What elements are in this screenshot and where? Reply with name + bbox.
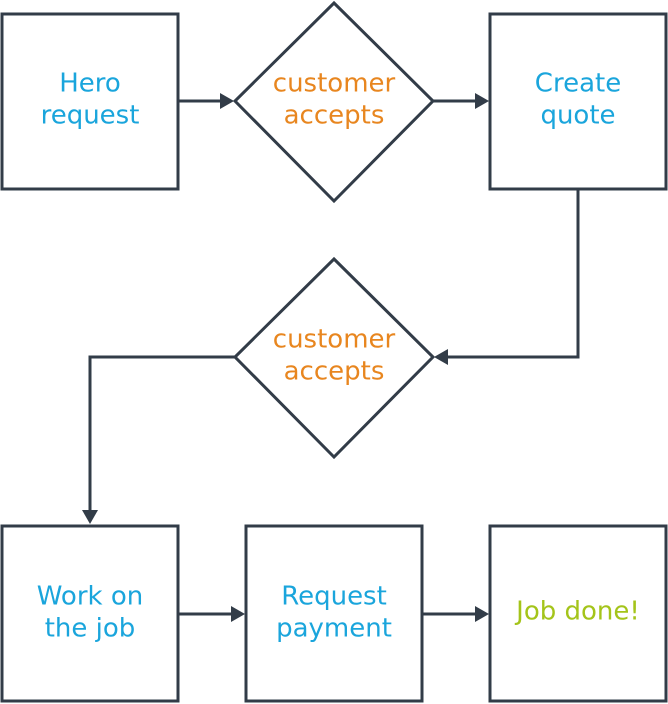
node-label-line2: request (41, 101, 140, 131)
arrowhead-work-to-payment (231, 606, 245, 622)
node-label-line2: accepts (284, 357, 385, 387)
node-label-line2: quote (540, 101, 615, 131)
node-hero-request: Hero request (0, 12, 180, 191)
arrowhead-payment-to-done (475, 606, 489, 622)
node-label-line1: Hero (59, 69, 121, 99)
arrowhead-decision2-to-work (82, 510, 98, 524)
process-box (0, 524, 180, 703)
node-work-on-job: Work on the job (0, 524, 180, 703)
node-label-line1: customer (273, 69, 396, 99)
node-label-line1: Create (535, 69, 621, 99)
node-job-done: Job done! (488, 524, 668, 703)
node-request-payment: Request payment (244, 524, 424, 703)
node-label-line2: accepts (284, 101, 385, 131)
node-label: Job done! (514, 597, 640, 627)
node-label-line1: customer (273, 325, 396, 355)
decision-diamond (232, 0, 436, 204)
node-label-line1: Request (281, 582, 387, 612)
arrowhead-hero-to-decision1 (220, 93, 234, 109)
process-box (244, 524, 424, 703)
arrowhead-decision1-to-quote (475, 93, 489, 109)
node-label-line2: the job (45, 614, 136, 644)
node-label-line1: Work on (37, 582, 144, 612)
arrowhead-quote-to-decision2 (434, 349, 448, 365)
node-decision-1: customer accepts (232, 0, 436, 204)
process-box (0, 12, 180, 191)
decision-diamond (232, 256, 436, 460)
node-label-line2: payment (276, 614, 392, 644)
node-create-quote: Create quote (488, 12, 668, 191)
end-box (488, 524, 668, 703)
connectors (82, 93, 580, 622)
edge-decision2-to-work (88, 355, 235, 512)
edge-quote-to-decision2 (446, 189, 580, 359)
process-box (488, 12, 668, 191)
node-decision-2: customer accepts (232, 256, 436, 460)
